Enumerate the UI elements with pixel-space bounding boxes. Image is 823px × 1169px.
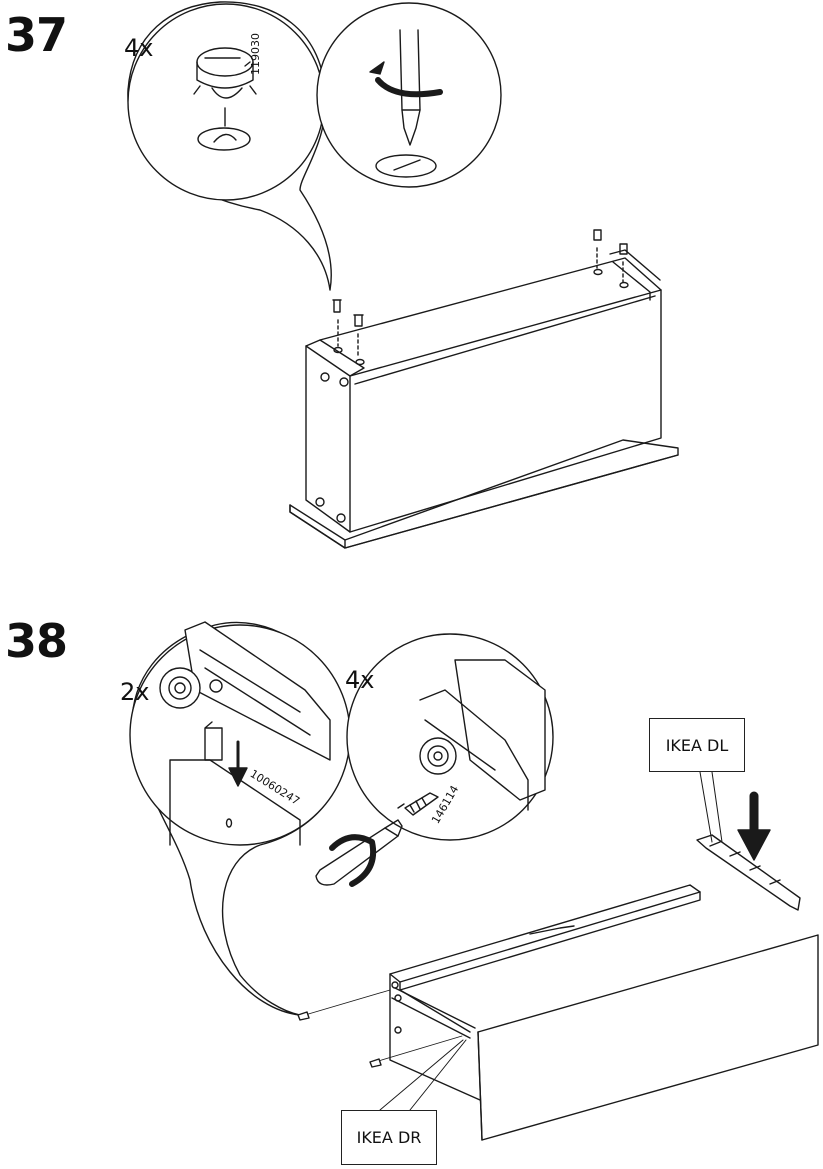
callout-ikea-dr: IKEA DR bbox=[341, 1110, 437, 1165]
step-number: 38 bbox=[5, 618, 67, 664]
screwdriver-38-icon bbox=[316, 820, 402, 885]
callout-ikea-dl: IKEA DL bbox=[649, 718, 745, 772]
step-number: 37 bbox=[5, 12, 67, 58]
cam-lock-detail-circle bbox=[128, 2, 331, 290]
quantity-label: 4x bbox=[124, 36, 153, 60]
quantity-label: 4x bbox=[345, 668, 374, 692]
cabinet-37 bbox=[290, 230, 678, 548]
part-number: 119030 bbox=[250, 33, 261, 75]
quantity-label: 2x bbox=[120, 680, 149, 704]
